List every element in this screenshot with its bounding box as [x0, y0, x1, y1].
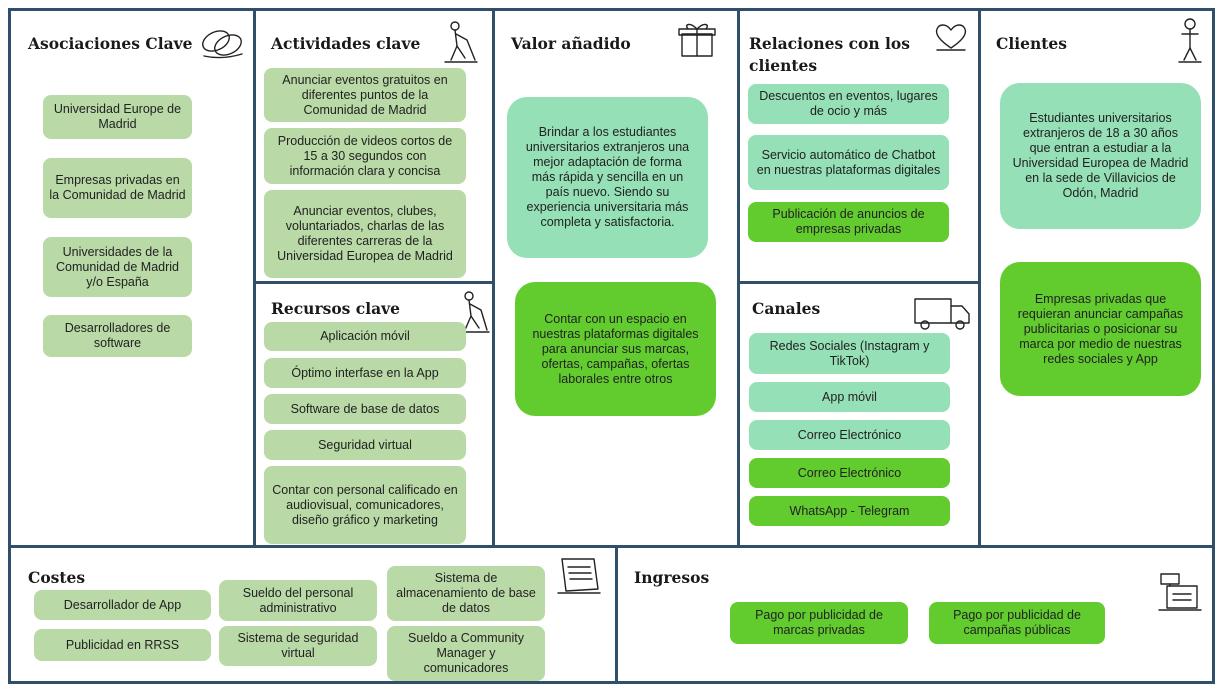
value-proposition-title: Valor añadido — [511, 34, 631, 53]
cost-note: Desarrollador de App — [34, 590, 211, 620]
key-resources-title: Recursos clave — [271, 299, 401, 318]
revenue-note: Pago por publicidad de campañas públicas — [929, 602, 1105, 644]
key-resource-note: Seguridad virtual — [264, 430, 466, 460]
cost-note: Publicidad en RRSS — [34, 629, 211, 661]
key-activity-note: Anunciar eventos, clubes, voluntariados,… — [264, 190, 466, 278]
key-activities-title: Actividades clave — [271, 34, 421, 53]
person-icon — [1176, 18, 1204, 64]
customer-relationship-note: Publicación de anuncios de empresas priv… — [748, 202, 949, 242]
cost-structure-title: Costes — [28, 568, 86, 587]
customer-segment-note: Empresas privadas que requieran anunciar… — [1000, 262, 1201, 396]
channel-note: WhatsApp - Telegram — [749, 496, 950, 526]
gift-icon — [674, 20, 720, 60]
receipt-icon — [552, 553, 604, 597]
value-proposition-note: Contar con un espacio en nuestras plataf… — [515, 282, 716, 416]
cost-note: Sistema de seguridad virtual — [219, 626, 377, 666]
key-partner-note: Universidades de la Comunidad de Madrid … — [43, 237, 192, 297]
channel-note: Correo Electrónico — [749, 458, 950, 488]
customer-segment-note: Estudiantes universitarios extranjeros d… — [1000, 83, 1201, 229]
cost-note: Sueldo a Community Manager y comunicador… — [387, 626, 545, 681]
key-partner-note: Universidad Europe de Madrid — [43, 95, 192, 139]
channel-note: Redes Sociales (Instagram y TikTok) — [749, 333, 950, 374]
key-activity-note: Anunciar eventos gratuitos en diferentes… — [264, 68, 466, 122]
customer-segments-title: Clientes — [996, 34, 1067, 53]
customer-relationship-note: Descuentos en eventos, lugares de ocio y… — [748, 84, 949, 124]
key-resource-note: Aplicación móvil — [264, 322, 466, 351]
value-proposition-note: Brindar a los estudiantes universitarios… — [507, 97, 708, 258]
truck-icon — [912, 292, 972, 332]
key-partners-title: Asociaciones Clave — [28, 34, 193, 53]
worker-icon — [441, 20, 479, 64]
value-proposition-section — [492, 8, 740, 548]
revenue-streams-section — [615, 545, 1215, 684]
key-partner-note: Desarrolladores de software — [43, 315, 192, 357]
cost-note: Sistema de almacenamiento de base de dat… — [387, 566, 545, 621]
cash-register-icon — [1155, 568, 1203, 614]
key-resource-note: Contar con personal calificado en audiov… — [264, 466, 466, 544]
revenue-streams-title: Ingresos — [634, 568, 710, 587]
key-partner-note: Empresas privadas en la Comunidad de Mad… — [43, 158, 192, 218]
heart-icon — [933, 22, 969, 52]
channels-title: Canales — [752, 299, 821, 318]
revenue-note: Pago por publicidad de marcas privadas — [730, 602, 908, 644]
customer-relationships-title: Relaciones con los clientes — [749, 34, 910, 75]
channel-note: Correo Electrónico — [749, 420, 950, 450]
cost-note: Sueldo del personal administrativo — [219, 580, 377, 621]
customer-relationship-note: Servicio automático de Chatbot en nuestr… — [748, 135, 949, 190]
key-resource-note: Óptimo interfase en la App — [264, 358, 466, 388]
key-activity-note: Producción de videos cortos de 15 a 30 s… — [264, 128, 466, 184]
key-resource-note: Software de base de datos — [264, 394, 466, 424]
channel-note: App móvil — [749, 382, 950, 412]
chain-link-icon — [198, 24, 246, 62]
